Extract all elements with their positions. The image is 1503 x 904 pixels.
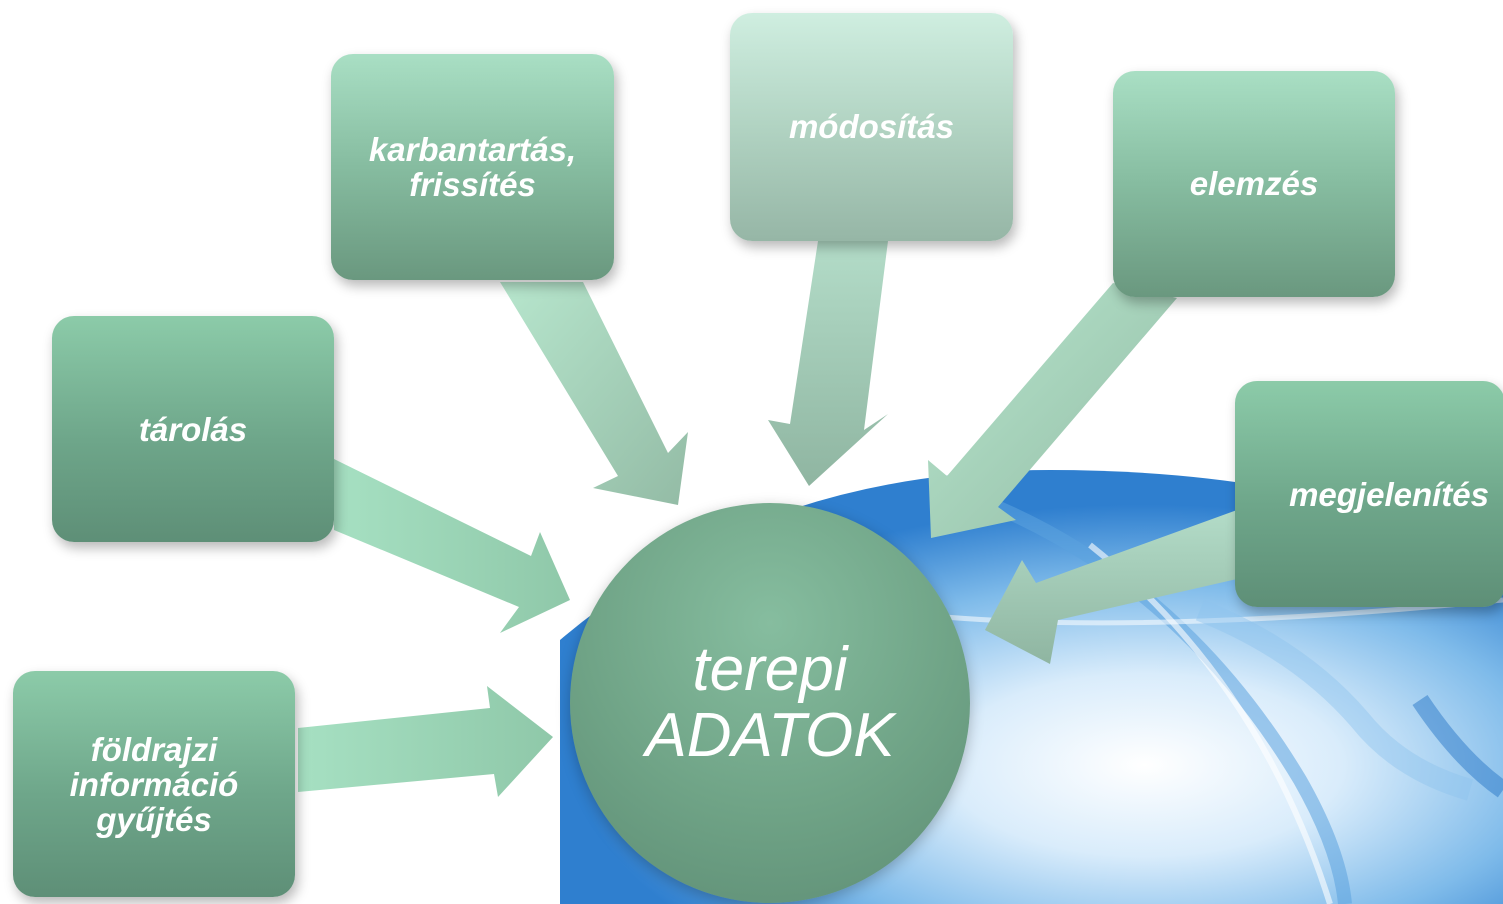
arrow-analysis bbox=[928, 283, 1177, 538]
node-geographic-info-gathering: földrajzi információ gyűjtés bbox=[13, 671, 295, 897]
node-label: megjelenítés bbox=[1289, 475, 1489, 513]
arrow-maintenance bbox=[500, 282, 688, 505]
arrow-storage bbox=[334, 459, 570, 633]
node-display: megjelenítés bbox=[1235, 381, 1503, 607]
center-label-line1: terepi bbox=[692, 635, 848, 704]
node-modification: módosítás bbox=[730, 13, 1013, 241]
node-analysis: elemzés bbox=[1113, 71, 1395, 297]
center-node-field-data: terepi ADATOK bbox=[570, 503, 970, 903]
center-label-line2: ADATOK bbox=[645, 701, 895, 770]
node-label: karbantartás, frissítés bbox=[368, 131, 577, 203]
node-label: elemzés bbox=[1189, 165, 1319, 202]
node-label: földrajzi információ gyűjtés bbox=[69, 730, 239, 838]
arrow-gathering bbox=[298, 686, 553, 797]
node-storage: tárolás bbox=[52, 316, 334, 542]
node-label: módosítás bbox=[788, 108, 955, 145]
node-label: tárolás bbox=[138, 410, 248, 448]
arrow-modify bbox=[768, 241, 888, 486]
node-maintenance-update: karbantartás, frissítés bbox=[331, 54, 614, 280]
arrow-display bbox=[985, 510, 1237, 664]
